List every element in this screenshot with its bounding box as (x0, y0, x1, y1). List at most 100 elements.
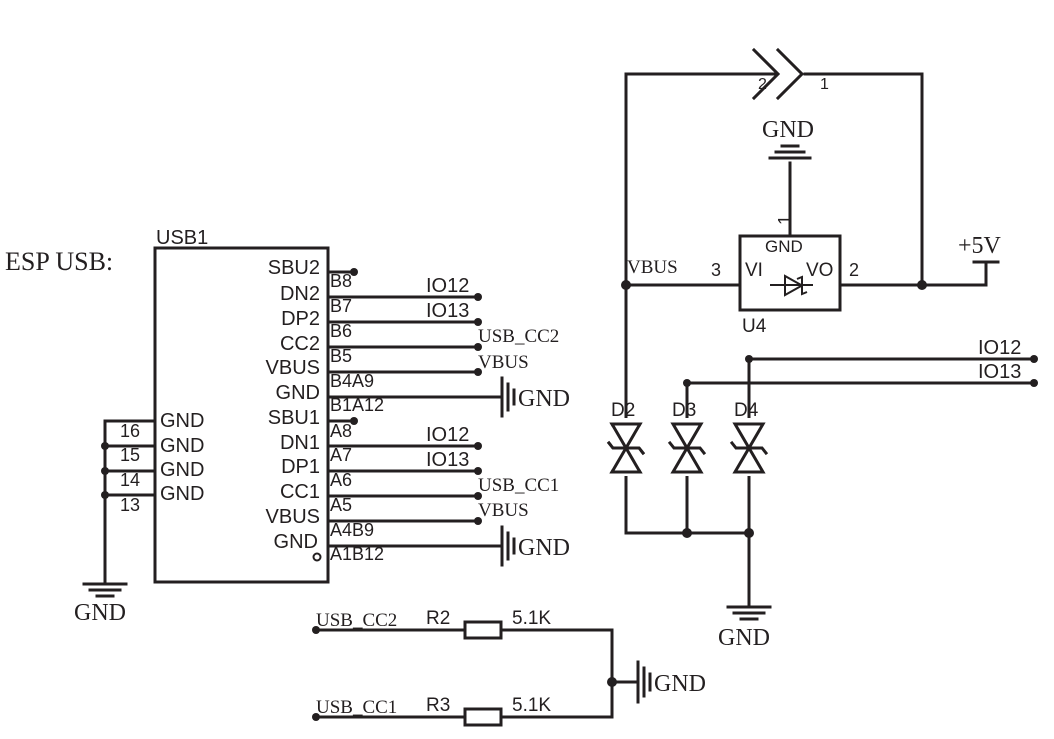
net-label: USB_CC2 (316, 610, 397, 631)
pin-number: 14 (120, 470, 140, 490)
usb1-pin-vbus-b: VBUS B4A9 VBUS (266, 352, 529, 391)
no-connect-dot (350, 268, 358, 276)
usb1-pin-gnd-a: GND A1B12 GND (274, 525, 570, 567)
tvs-diode-d4: D4 (729, 400, 769, 476)
net-label: GND (518, 386, 570, 412)
pin-name: GND (160, 459, 204, 481)
pin-number: 2 (758, 76, 767, 93)
pin-number: B4A9 (330, 371, 374, 391)
value-label: 5.1K (512, 695, 551, 716)
plus5v-label: +5V (958, 233, 1002, 259)
ground-symbol (726, 605, 772, 621)
pin-number: 16 (120, 421, 140, 441)
usb1-pin-16: GND 16 (103, 410, 204, 441)
usb1-pin-13: GND 13 (101, 483, 204, 515)
pin-number: B8 (330, 271, 352, 291)
tvs-diode-d3: D3 (667, 400, 707, 476)
pin-name: GND (765, 237, 803, 256)
net-label: IO13 (426, 449, 469, 471)
usb1-pin-14: GND 14 (101, 459, 204, 490)
pin-number: 15 (120, 445, 140, 465)
usb1-body (153, 246, 330, 584)
pin-name: GND (276, 382, 320, 404)
usb1-pin-sbu1: SBU1 A8 (268, 407, 358, 441)
ground-symbol (82, 582, 128, 598)
pin-number: A5 (330, 495, 352, 515)
ref-label: U4 (742, 316, 767, 337)
vbus-label: VBUS (627, 257, 678, 278)
pin-name: GND (274, 531, 318, 553)
net-label: USB_CC1 (316, 697, 397, 718)
gnd-label: GND (74, 600, 126, 626)
gnd-label: GND (654, 671, 706, 697)
usb1-ref: USB1 (156, 227, 208, 249)
pin-number: A7 (330, 445, 352, 465)
usb1-pin-15: GND 15 (101, 435, 204, 465)
fuse-connector-symbol: 2 1 (751, 47, 829, 101)
io13-label: IO13 (978, 361, 1021, 383)
usb1-pin-gnd-b: GND B1A12 GND (276, 376, 570, 418)
net-label: USB_CC2 (478, 326, 559, 347)
pin-name: CC1 (280, 481, 320, 503)
pin-name: DP2 (281, 308, 320, 330)
net-label: USB_CC1 (478, 475, 559, 496)
pin-number: 3 (711, 260, 721, 280)
gnd-label: GND (718, 625, 770, 651)
pin-number: A1B12 (330, 544, 384, 564)
zener-icon (770, 274, 813, 297)
pin-name: VBUS (266, 506, 320, 528)
pin-number: B5 (330, 346, 352, 366)
net-label: GND (518, 535, 570, 561)
pin-name: SBU2 (268, 257, 320, 279)
ground-symbol (768, 144, 812, 160)
gnd-label: GND (762, 117, 814, 143)
power-section: 2 1 GND VI VO U4 3 2 1 (606, 47, 1038, 651)
net-label: IO12 (426, 275, 469, 297)
ref-label: R3 (426, 695, 450, 716)
pin-name: VO (806, 260, 833, 281)
pin-name: CC2 (280, 333, 320, 355)
net-label: VBUS (478, 500, 529, 521)
title-label: ESP USB: (5, 247, 113, 276)
regulator-u4: GND VI VO U4 3 2 1 (624, 161, 988, 337)
pin-number: 13 (120, 495, 140, 515)
pin-number: A4B9 (330, 520, 374, 540)
pin-number: 1 (820, 76, 829, 93)
ground-symbol (500, 525, 516, 567)
pin-number: A6 (330, 470, 352, 490)
usb1-pin-dp2: DP2 B6 IO13 (281, 300, 482, 341)
resistor-r2: USB_CC2 R2 5.1K (312, 608, 614, 640)
ref-label: D2 (611, 400, 635, 421)
net-label: VBUS (478, 352, 529, 373)
net-label: IO13 (426, 300, 469, 322)
ref-label: D3 (672, 400, 696, 421)
ref-label: R2 (426, 608, 450, 629)
pin-name: VI (745, 260, 763, 281)
io12-label: IO12 (978, 337, 1021, 359)
pin-name: DP1 (281, 456, 320, 478)
pin-number: A8 (330, 421, 352, 441)
ref-label: D4 (734, 400, 759, 421)
pin-name: DN1 (280, 432, 320, 454)
pin-number: 2 (849, 260, 859, 280)
usb1-pin-cc1: CC1 A5 USB_CC1 (280, 475, 559, 515)
pin-name: GND (160, 435, 204, 457)
cc-resistors: USB_CC2 R2 5.1K USB_CC1 R3 5.1K GND (312, 608, 706, 727)
ground-symbol (500, 376, 516, 418)
usb1-pin-cc2: CC2 B5 USB_CC2 (280, 326, 559, 366)
no-connect-dot (350, 417, 358, 425)
usb1-pin-sbu2: SBU2 B8 (268, 257, 358, 291)
pin1-marker (312, 552, 322, 562)
resistor-r3: USB_CC1 R3 5.1K (312, 695, 614, 727)
usb1-pin-dn1: DN1 A7 IO12 (280, 424, 482, 465)
pin-number: 1 (775, 215, 795, 225)
pin-name: GND (160, 483, 204, 505)
pin-name: VBUS (266, 357, 320, 379)
pin-number: B6 (330, 321, 352, 341)
pin-name: SBU1 (268, 407, 320, 429)
usb1-pin-dn2: DN2 B7 IO12 (280, 275, 482, 316)
pin-number: B7 (330, 296, 352, 316)
pin-name: GND (160, 410, 204, 432)
